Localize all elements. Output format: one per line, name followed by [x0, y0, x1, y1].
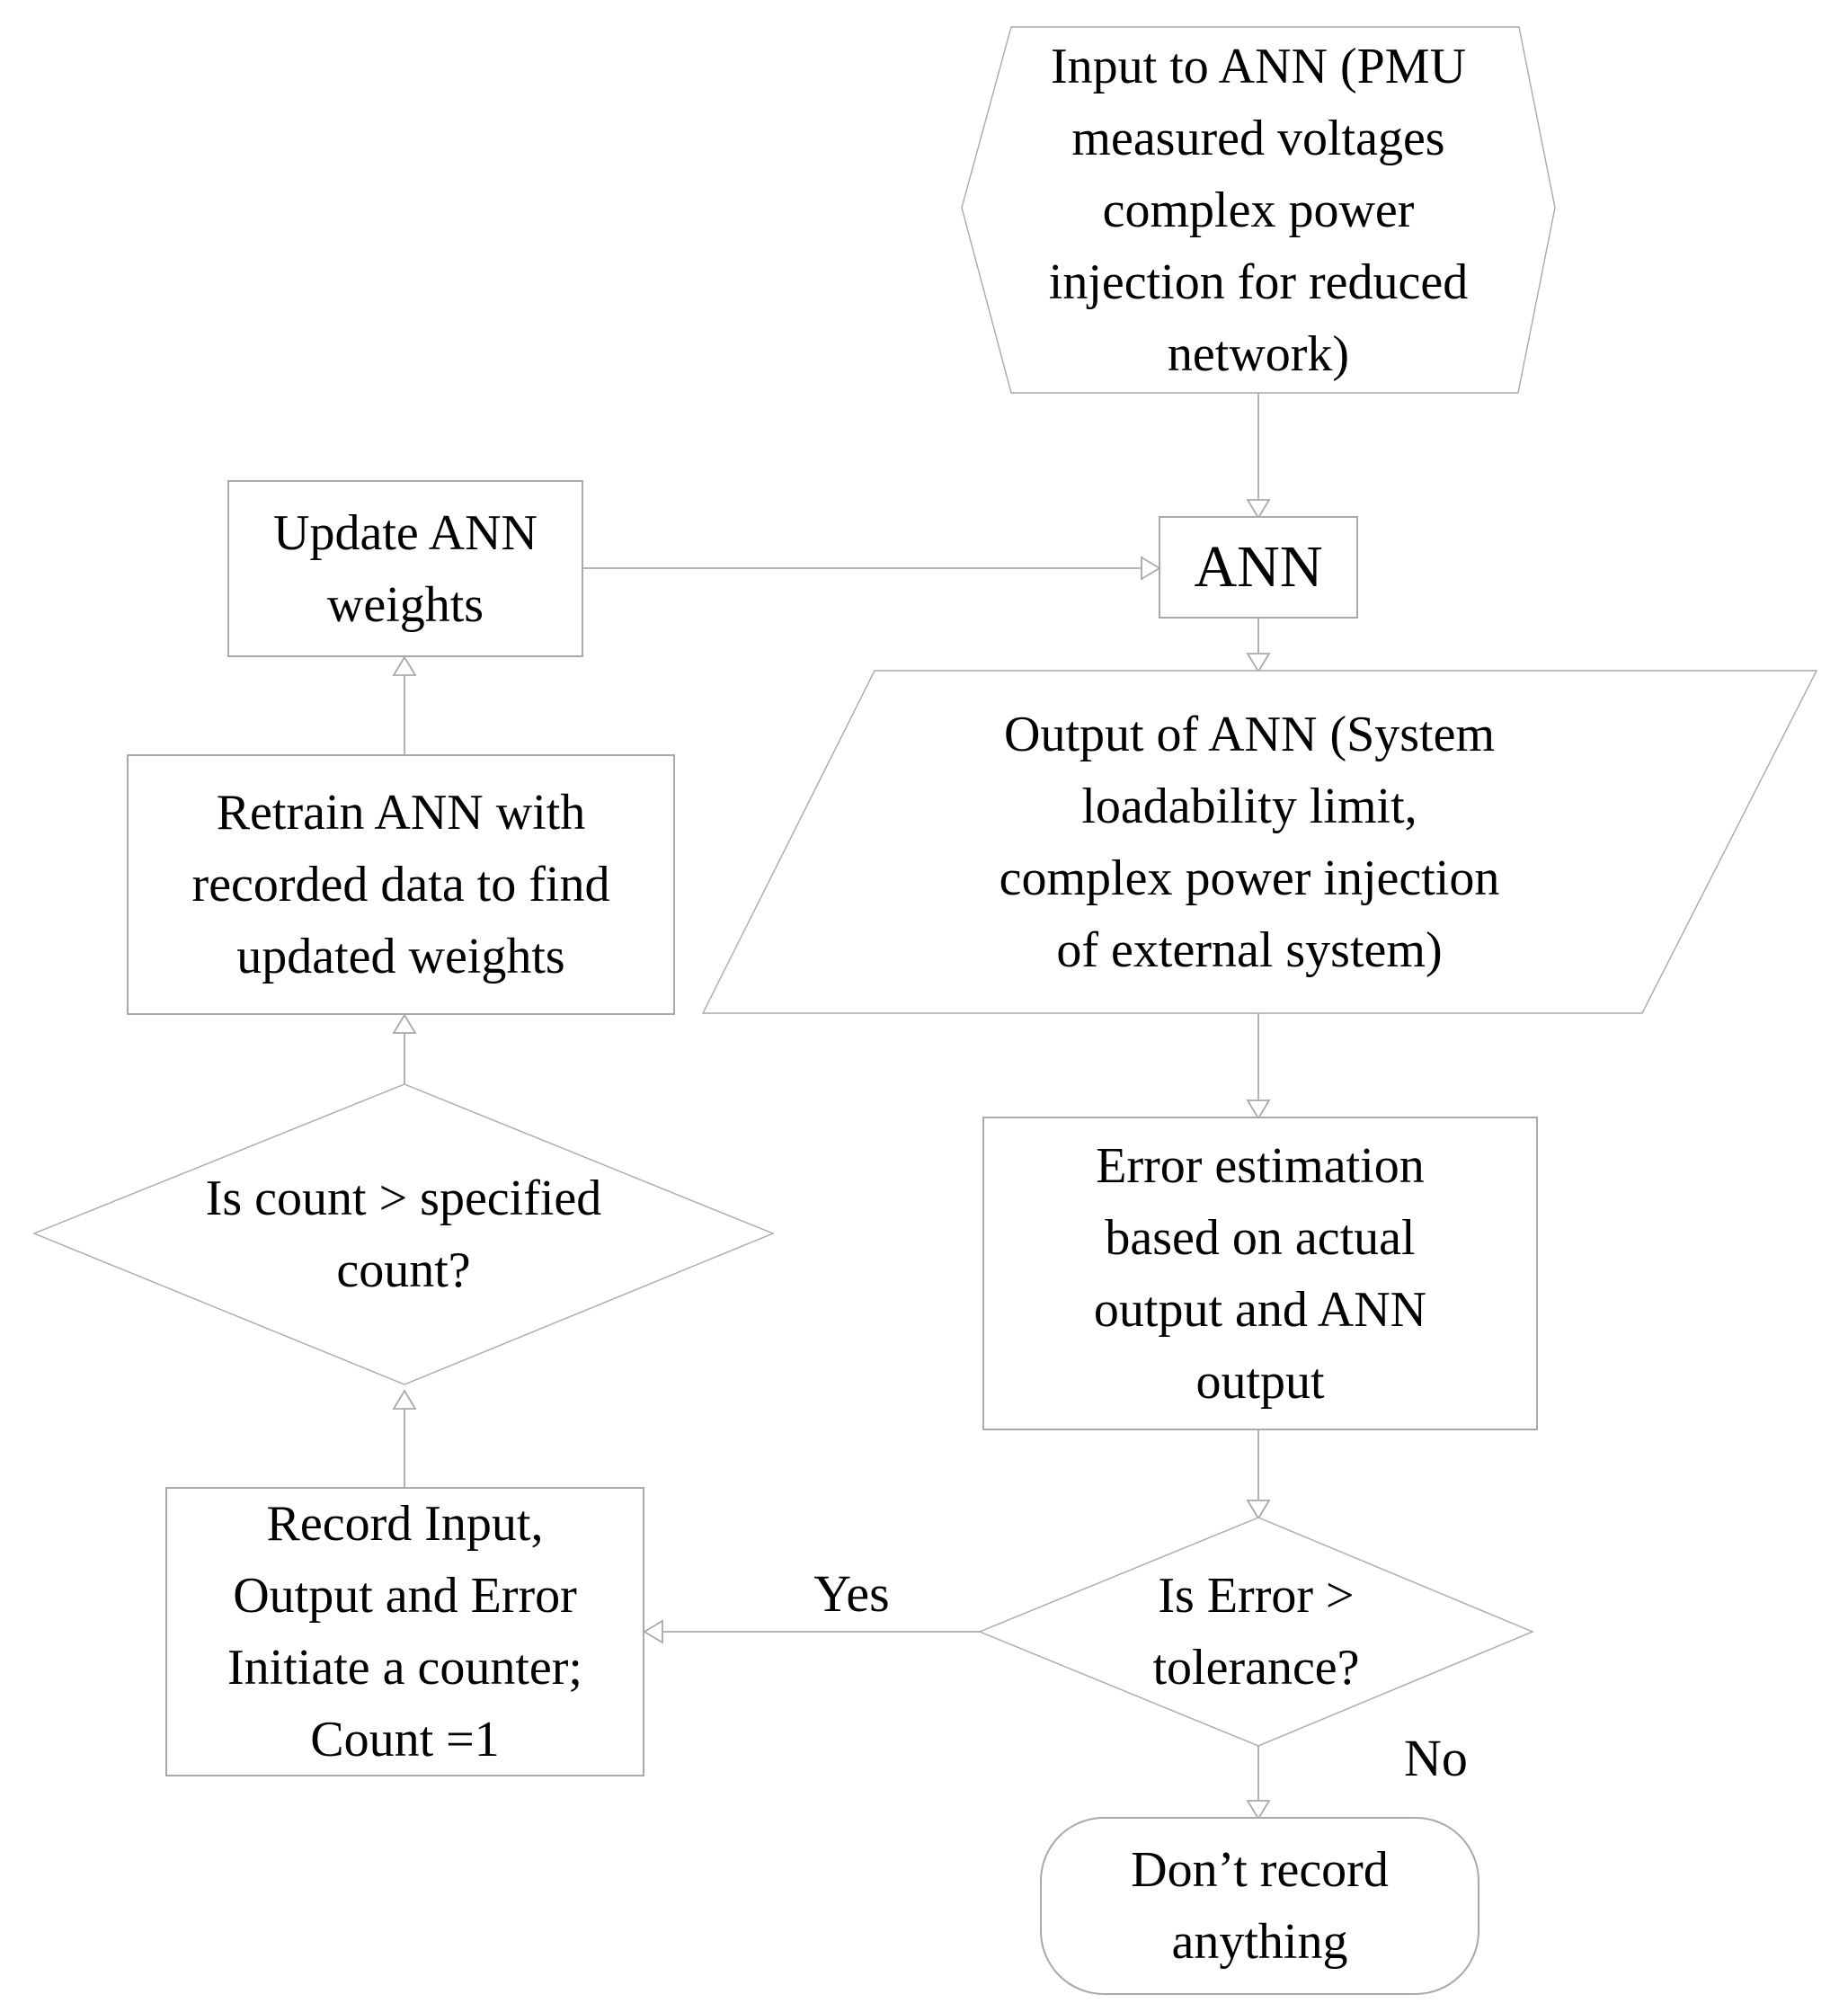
arrowhead-left-into-record	[643, 1619, 663, 1644]
arrowhead-down-into-error-decision	[1246, 1500, 1271, 1520]
arrowhead-down-into-dont-record	[1246, 1800, 1271, 1821]
arrowhead-right-into-ann	[1141, 556, 1161, 581]
arrowhead-up-into-update	[392, 655, 417, 676]
update-weights-node-shape	[227, 480, 583, 657]
error-decision-shape	[978, 1517, 1534, 1747]
arrowhead-up-into-count-decision	[392, 1389, 417, 1410]
arrowhead-down-into-error-estimation	[1246, 1099, 1271, 1120]
count-decision-shape	[32, 1083, 775, 1385]
output-node-shape	[701, 670, 1818, 1014]
error-estimation-node-shape	[982, 1117, 1538, 1430]
input-node-shape	[961, 26, 1556, 394]
retrain-node-shape	[127, 754, 675, 1015]
arrowhead-down-into-output	[1246, 653, 1271, 673]
ann-node-shape	[1159, 516, 1358, 619]
dont-record-node-shape	[1040, 1817, 1479, 1995]
arrowhead-down-into-ann	[1246, 499, 1271, 520]
record-node-shape	[165, 1487, 644, 1776]
arrowhead-up-into-retrain	[392, 1013, 417, 1034]
